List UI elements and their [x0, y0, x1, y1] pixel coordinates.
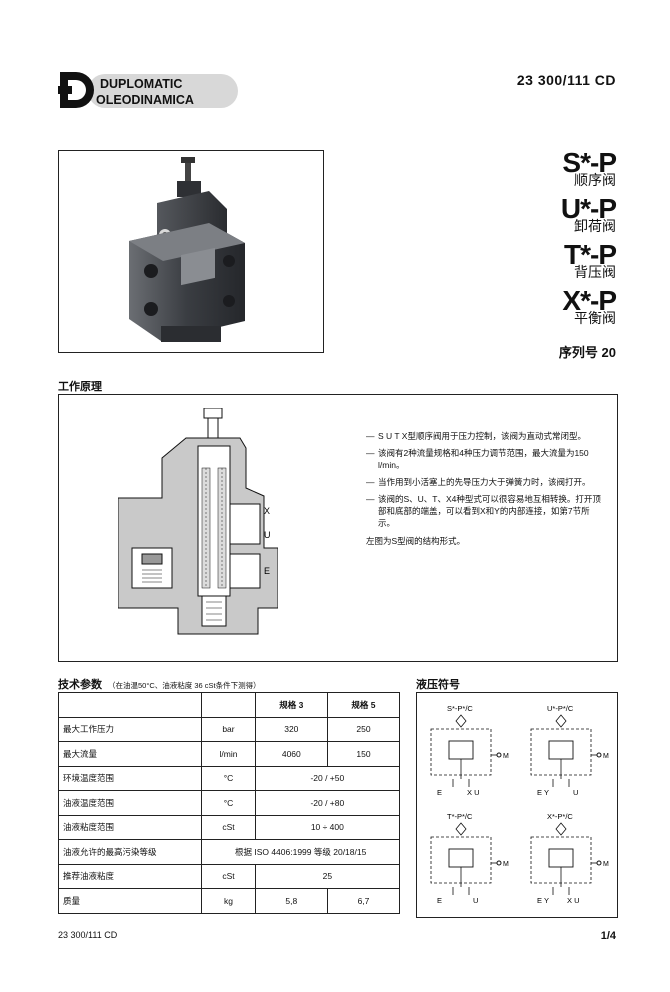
description-item: 该阀的S、U、T、X4种型式可以很容易地互相转换。打开顶部和底部的端盖，可以看到…	[366, 493, 606, 529]
svg-text:E Y: E Y	[537, 896, 549, 905]
svg-text:E: E	[437, 788, 442, 797]
description-note: 左图为S型阀的结构形式。	[366, 536, 466, 546]
svg-text:X U: X U	[467, 788, 480, 797]
svg-text:X*-P*/C: X*-P*/C	[547, 812, 573, 821]
hydraulic-symbols: S*-P*/C M E X U U*-P*/C M E Y U T*-P*/C	[430, 704, 609, 905]
hydraulic-title: 液压符号	[416, 679, 460, 691]
table-row: 推荐油液粘度 cSt 25	[57, 863, 401, 889]
port-label-e: E	[264, 566, 270, 576]
duplomatic-logo: DUPLOMATIC OLEODINAMICA	[58, 72, 238, 108]
operation-description: S U T X型顺序阀用于压力控制，该阀为直动式常闭型。 该阀有2种流量规格和4…	[366, 430, 606, 547]
description-item: S U T X型顺序阀用于压力控制，该阀为直动式常闭型。	[366, 430, 606, 442]
symbol-x: X*-P*/C M E Y X U	[530, 812, 609, 905]
valve-type-code: T*-P	[564, 239, 617, 270]
svg-text:E Y: E Y	[537, 788, 549, 797]
symbol-s: S*-P*/C M E X U	[430, 704, 509, 797]
valve-type-name: 顺序阀	[574, 172, 616, 188]
serial-number: 序列号 20	[558, 345, 616, 360]
product-photo	[58, 150, 324, 353]
table-row: 油液粘度范围 cSt 10 ÷ 400	[57, 814, 401, 840]
operation-box	[58, 394, 618, 662]
document-number: 23 300/111 CD	[516, 72, 616, 88]
valve-cross-section: X U E	[118, 408, 278, 635]
table-row: 油液温度范围 °C -20 / +80	[57, 790, 401, 816]
brand-line2: OLEODINAMICA	[96, 93, 194, 107]
specs-title: 技术参数 （在油温50°C、油液粘度 36 cSt条件下测得）	[58, 676, 261, 692]
valve-type-u: U*-P 卸荷阀	[560, 193, 617, 235]
svg-text:M: M	[603, 753, 609, 760]
svg-text:T*-P*/C: T*-P*/C	[447, 812, 473, 821]
operation-title: 工作原理	[58, 381, 102, 393]
footer-doc-number: 23 300/111 CD	[58, 930, 118, 940]
col-size5: 规格 5	[326, 692, 401, 718]
table-row: 环境温度范围 °C -20 / +50	[57, 765, 401, 791]
svg-text:M: M	[503, 753, 509, 760]
port-label-u: U	[264, 530, 271, 540]
valve-type-code: X*-P	[562, 285, 617, 316]
specs-table: 规格 3 规格 5 最大工作压力 bar 320 250 最大流量 l/min …	[57, 692, 401, 914]
valve-type-t: T*-P 背压阀	[564, 239, 617, 281]
svg-text:U: U	[473, 896, 478, 905]
svg-text:X U: X U	[567, 896, 580, 905]
valve-type-code: U*-P	[560, 193, 617, 224]
table-header-row: 规格 3 规格 5	[57, 692, 401, 718]
valve-type-code: S*-P	[562, 147, 617, 178]
symbol-t: T*-P*/C M E U	[430, 812, 509, 905]
table-row: 油液允许的最高污染等级 根据 ISO 4406:1999 等级 20/18/15	[57, 839, 400, 865]
valve-type-name: 平衡阀	[574, 310, 616, 326]
svg-text:S*-P*/C: S*-P*/C	[447, 704, 473, 713]
valve-type-name: 卸荷阀	[574, 218, 616, 234]
svg-text:M: M	[503, 861, 509, 868]
col-size3: 规格 3	[254, 692, 328, 718]
specs-title-text: 技术参数	[58, 679, 102, 691]
description-item: 该阀有2种流量规格和4种压力调节范围，最大流量为150 l/min。	[366, 447, 606, 471]
table-row: 质量 kg 5,8 6,7	[57, 888, 401, 914]
specs-note: （在油温50°C、油液粘度 36 cSt条件下测得）	[108, 681, 261, 690]
valve-type-s: S*-P 顺序阀	[562, 147, 617, 189]
table-row: 最大工作压力 bar 320 250	[57, 716, 401, 742]
description-item: 当作用到小活塞上的先导压力大于弹簧力时，该阀打开。	[366, 476, 606, 488]
table-row: 最大流量 l/min 4060 150	[57, 741, 401, 767]
svg-text:U: U	[573, 788, 578, 797]
valve-type-name: 背压阀	[574, 264, 616, 280]
valve-type-x: X*-P 平衡阀	[562, 285, 617, 327]
valve-photo-illustration	[129, 157, 245, 342]
svg-text:E: E	[437, 896, 442, 905]
svg-text:U*-P*/C: U*-P*/C	[547, 704, 574, 713]
hydraulic-symbols-box: S*-P*/C M E X U U*-P*/C M E Y U T*-P*/C	[416, 692, 618, 918]
port-label-x: X	[264, 506, 270, 516]
svg-text:M: M	[603, 861, 609, 868]
symbol-u: U*-P*/C M E Y U	[530, 704, 609, 797]
brand-line1: DUPLOMATIC	[100, 77, 182, 91]
page-number: 1/4	[600, 930, 616, 942]
